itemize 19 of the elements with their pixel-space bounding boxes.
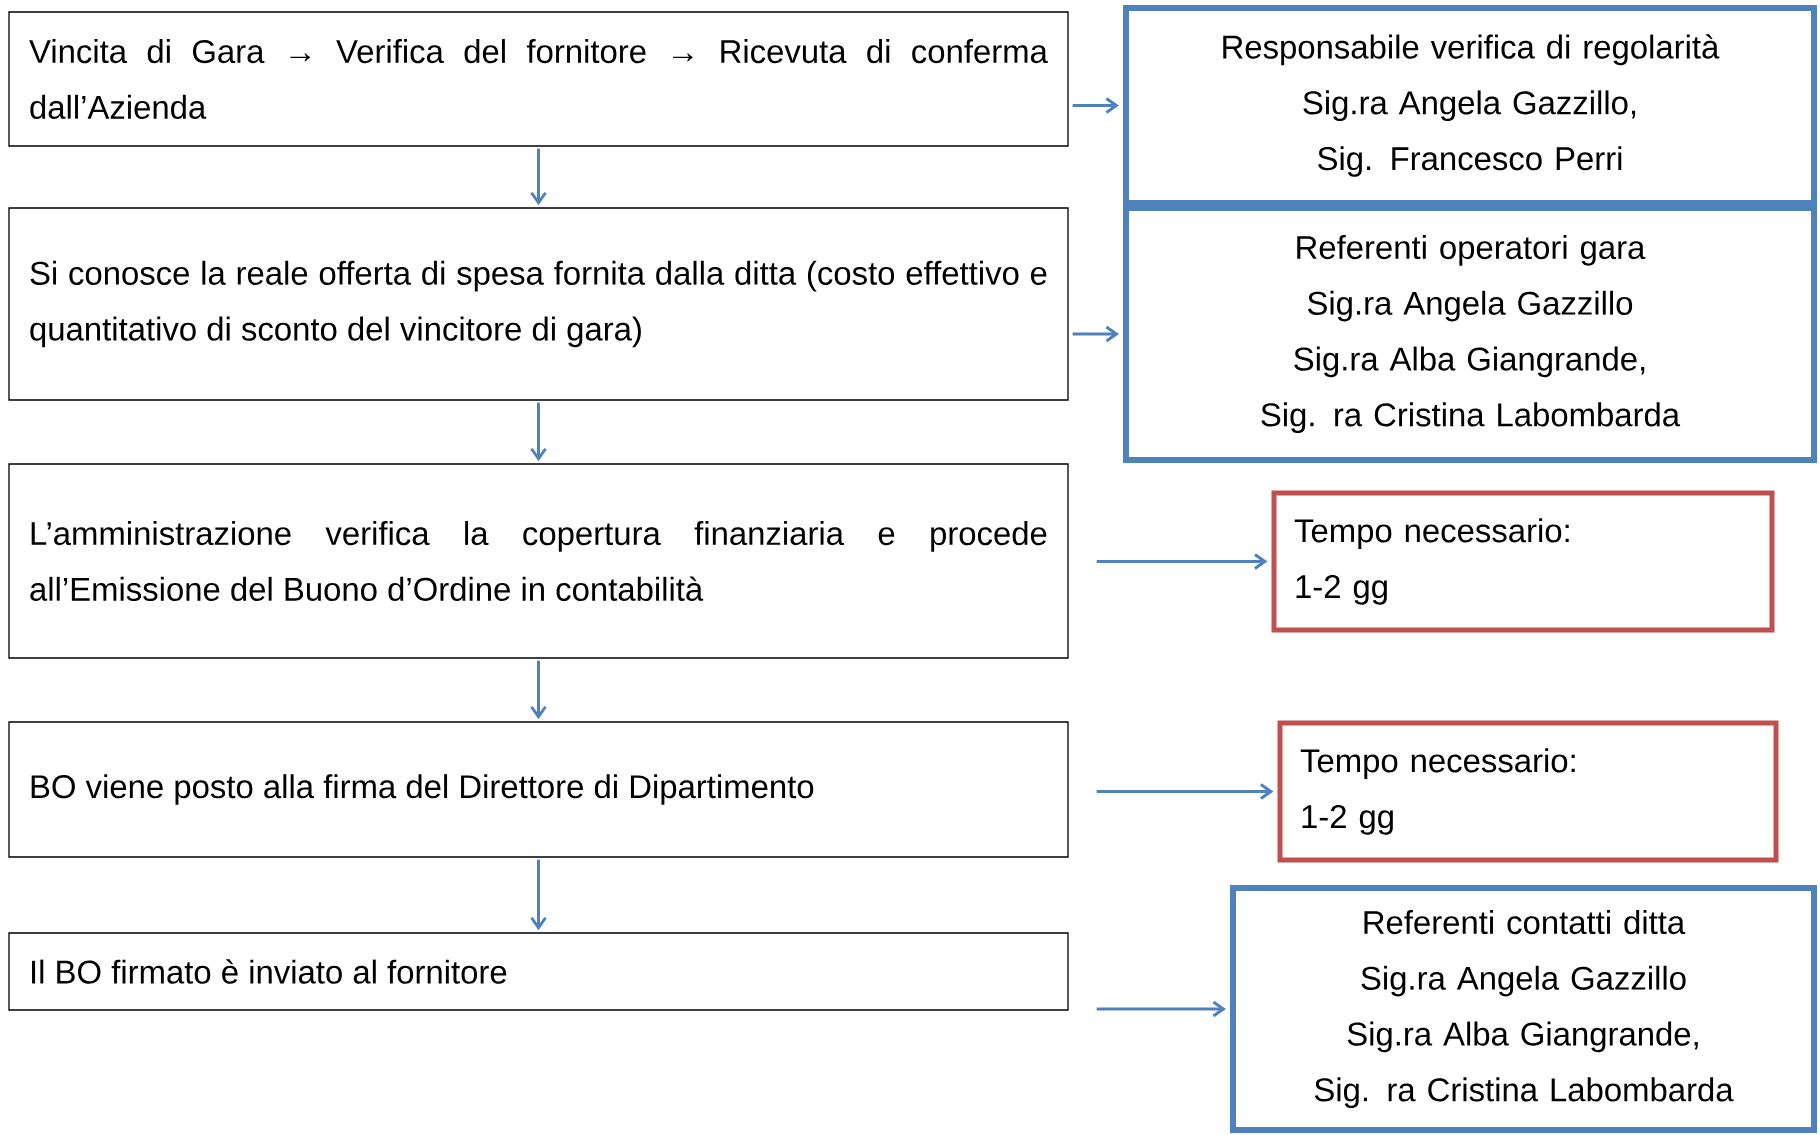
info-box: Responsabile verifica di regolarità Sig.ra Angela Gazzillo, Sig. Francesco Perri [1123,5,1818,206]
process-box: Il BO firmato è inviato al fornitore [8,932,1069,1011]
info-box: Referenti operatori gara Sig.ra Angela Gazzillo Sig.ra Alba Giangrande, Sig. ra Cristina Labombarda [1123,205,1818,463]
time-box: Tempo necessario: 1-2 gg [1277,720,1779,863]
process-box: BO viene posto alla firma del Direttore di Dipartimento [8,721,1069,858]
arrow [1072,325,1119,343]
info-box: Referenti contatti ditta Sig.ra Angela Gazzillo Sig.ra Alba Giangrande, Sig. ra Cristina Labombarda [1230,885,1817,1133]
arrow [530,148,547,206]
arrow [1096,1000,1226,1018]
time-box: Tempo necessario: 1-2 gg [1271,490,1775,633]
arrow [1072,97,1119,114]
process-box: Vincita di Gara → Verifica del fornitore → Ricevuta di conferma dall’Azienda [8,11,1069,147]
arrow [530,660,547,720]
process-box: Si conosce la reale offerta di spesa fornita dalla ditta (costo effettivo e quantitativo di sconto del vincitore di gara) [8,207,1069,401]
arrow [1096,553,1268,570]
process-box: L’amministrazione verifica la copertura finanziaria e procede all’Emissione del Buono d’Ordine in contabilità [8,463,1069,659]
arrow [1096,783,1274,800]
arrow [530,859,547,931]
arrow [530,402,547,462]
